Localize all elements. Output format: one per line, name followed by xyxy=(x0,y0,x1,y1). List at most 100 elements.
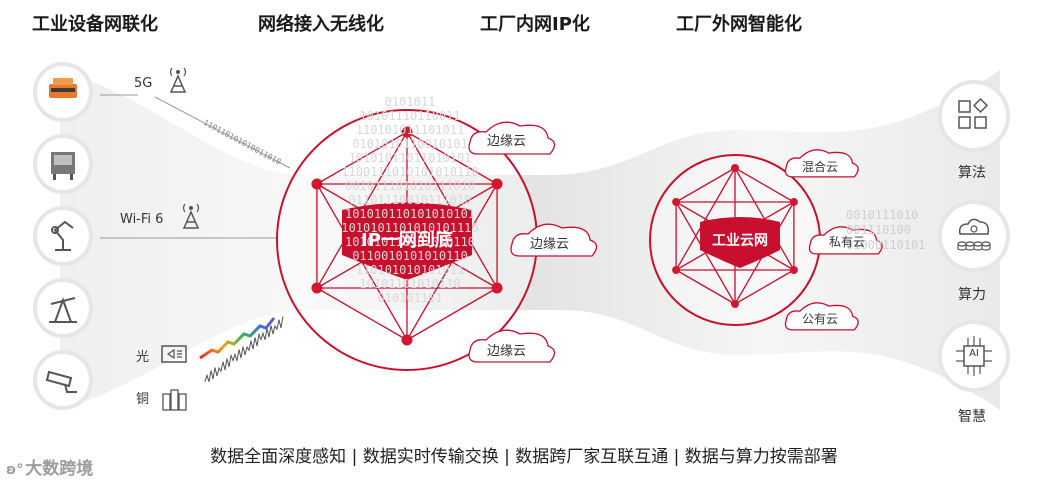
cloud-shape xyxy=(784,149,859,178)
optical-signal-line xyxy=(199,317,276,360)
mesh-node xyxy=(789,266,798,274)
cloud-shape xyxy=(808,226,883,255)
mesh-node xyxy=(311,178,323,190)
public-cloud-label: 公有云 xyxy=(802,312,839,326)
robot-arm-icon xyxy=(51,220,74,251)
binary-row: 1010101101010101110 xyxy=(341,221,479,235)
cloud-shape xyxy=(468,121,556,155)
oil-pump-icon xyxy=(49,297,77,323)
mesh-node xyxy=(491,178,503,190)
binary-row: 10101101010110 xyxy=(359,277,461,291)
mesh-node xyxy=(731,300,739,308)
5g-diag-line xyxy=(154,96,291,169)
binary-row: 10101110110011 xyxy=(359,109,461,123)
binary-row: 101010110101010110 xyxy=(344,235,476,249)
watermark-logo-icon: ʚ° xyxy=(6,462,24,478)
watermark: ʚ°大数跨境 xyxy=(6,454,93,479)
mesh-node xyxy=(672,266,681,274)
cloud-net-shield xyxy=(700,217,780,268)
device-router xyxy=(33,62,93,122)
header-external: 工厂外网智能化 xyxy=(676,14,802,35)
camera-icon xyxy=(45,370,77,393)
capability-algorithm xyxy=(938,80,1010,152)
cloud-shape xyxy=(510,223,598,257)
industrial-cloud-net-label: 工业云网 xyxy=(712,233,768,249)
edge-cloud-label-2: 边缘云 xyxy=(530,237,570,252)
binary-row: 101010110101010101 xyxy=(344,207,476,221)
binary-row: 001011101010111010 xyxy=(344,179,476,193)
mesh-link xyxy=(316,287,408,341)
mesh-link xyxy=(734,269,795,305)
mesh-node xyxy=(311,282,323,294)
label-optical: 光 xyxy=(136,350,150,365)
mesh-node xyxy=(401,126,413,138)
ip-shield xyxy=(342,202,472,280)
copper-cable-icon xyxy=(162,389,187,411)
intelligence-label: 智慧 xyxy=(958,409,986,425)
binary-row: 0101011 xyxy=(384,95,436,109)
mesh-link xyxy=(406,287,498,341)
binary-row: 01000110101 xyxy=(846,238,926,252)
mesh-node xyxy=(491,282,503,294)
device-camera xyxy=(33,350,93,410)
mesh-node xyxy=(401,334,413,346)
cloud-group xyxy=(468,121,883,363)
copper-signal-wave xyxy=(204,316,284,382)
ip-network-label: IP一网到底 xyxy=(361,230,453,251)
binary-row: 110101010101011 xyxy=(355,263,465,277)
label-copper: 铜 xyxy=(136,392,150,407)
compute-label: 算力 xyxy=(958,287,986,303)
private-cloud-label: 私有云 xyxy=(829,235,866,249)
algorithm-icon xyxy=(958,97,989,129)
mesh-link xyxy=(675,167,736,203)
device-machine xyxy=(33,134,93,194)
tagline: 数据全面深度感知 | 数据实时传输交换 | 数据跨厂家互联互通 | 数据与算力按… xyxy=(210,447,838,467)
label-wifi6: Wi-Fi 6 xyxy=(120,212,164,227)
header-network: 网络接入无线化 xyxy=(258,14,384,35)
capability-intelligence: AI xyxy=(938,320,1010,392)
ai-chip-icon xyxy=(956,336,992,376)
binary-row: 10101011011010101 xyxy=(348,151,472,165)
edge-cloud-label-1: 边缘云 xyxy=(487,134,527,149)
capability-compute xyxy=(938,200,1010,272)
cloud-shape xyxy=(784,302,859,331)
binary-row: 0101010110010101 xyxy=(352,137,468,151)
machine-tool-icon xyxy=(51,152,75,180)
header-ip: 工厂内网IP化 xyxy=(480,14,590,35)
mesh-link xyxy=(675,201,736,305)
antenna-wifi-icon xyxy=(182,203,200,229)
header-industrial: 工业设备网联化 xyxy=(32,14,158,35)
binary-row: 01101110010111010 xyxy=(348,193,472,207)
optical-module-icon xyxy=(161,345,187,363)
label-5g: 5G xyxy=(134,76,153,91)
mesh-node xyxy=(672,198,681,206)
ai-chip-text: AI xyxy=(969,348,979,359)
binary-row: 1100111010101010110 xyxy=(341,165,479,179)
binary-row: 0110010101010110 xyxy=(352,249,468,263)
mesh-node xyxy=(731,164,739,172)
binary-row: 010101101 xyxy=(377,291,443,305)
binary-row: 110101011101011 xyxy=(355,123,465,137)
mesh-link xyxy=(734,167,795,203)
compute-cloud-icon xyxy=(957,218,991,251)
binary-row: 001110100 xyxy=(846,223,912,237)
algorithm-label: 算法 xyxy=(958,165,986,181)
hybrid-cloud-label: 混合云 xyxy=(802,160,839,174)
cloud-shape xyxy=(468,329,556,363)
watermark-text: 大数跨境 xyxy=(25,459,94,479)
right-cluster-mesh xyxy=(672,164,798,308)
mesh-link xyxy=(675,269,736,305)
router-icon xyxy=(49,78,77,98)
antenna-5g-icon xyxy=(169,67,187,93)
mesh-link xyxy=(406,131,498,185)
device-robot-arm xyxy=(33,206,93,266)
device-oil-pump xyxy=(33,278,93,338)
mesh-node xyxy=(789,198,798,206)
mesh-link xyxy=(316,131,408,185)
binary-row: 0010111010 xyxy=(846,208,919,222)
edge-cloud-label-3: 边缘云 xyxy=(487,344,527,359)
